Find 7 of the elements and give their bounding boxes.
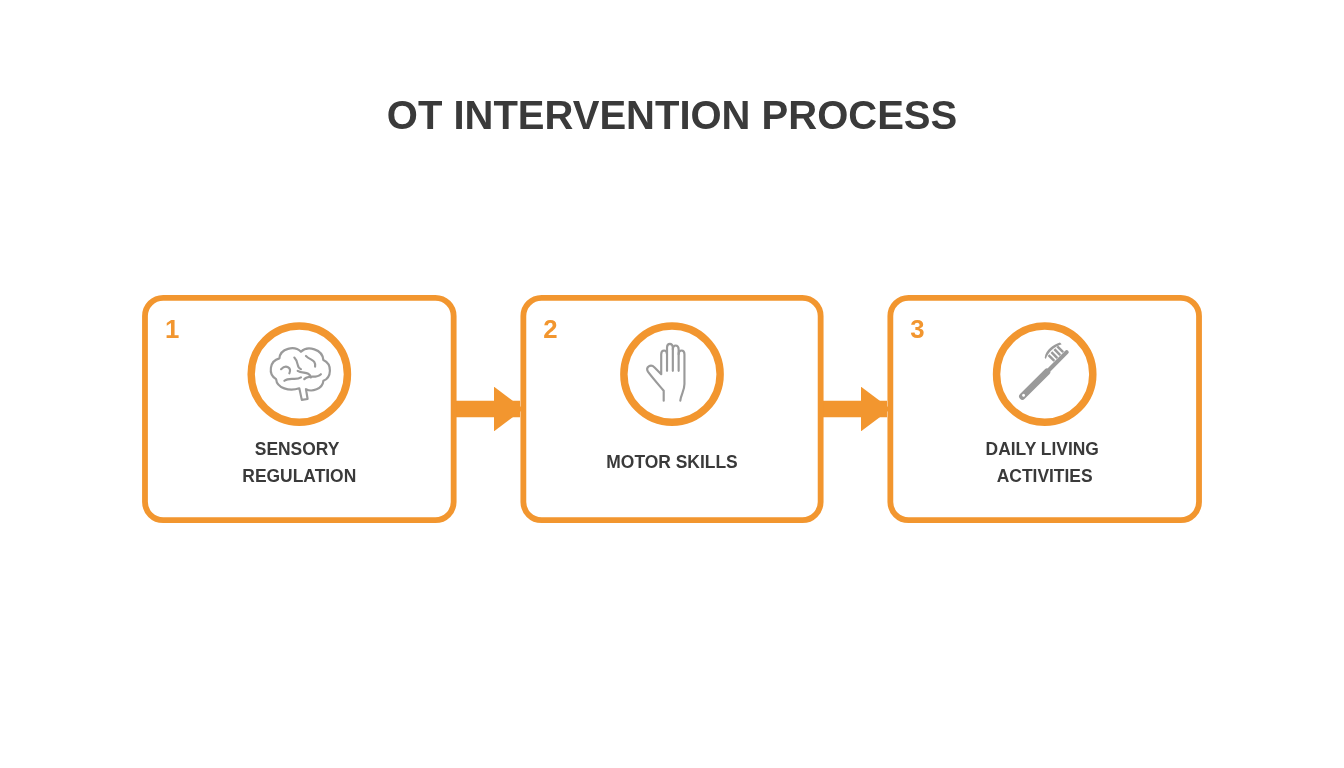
step-number: 3 <box>910 314 925 343</box>
step-number: 1 <box>164 314 180 343</box>
step-label: SENSORY REGULATION <box>241 438 358 487</box>
step-label: MOTOR SKILLS <box>606 451 738 474</box>
diagram-title: OT INTERVENTION PROCESS <box>386 92 958 138</box>
step-number: 2 <box>543 314 558 343</box>
step-label: DAILY LIVING ACTIVITIES <box>984 438 1100 487</box>
